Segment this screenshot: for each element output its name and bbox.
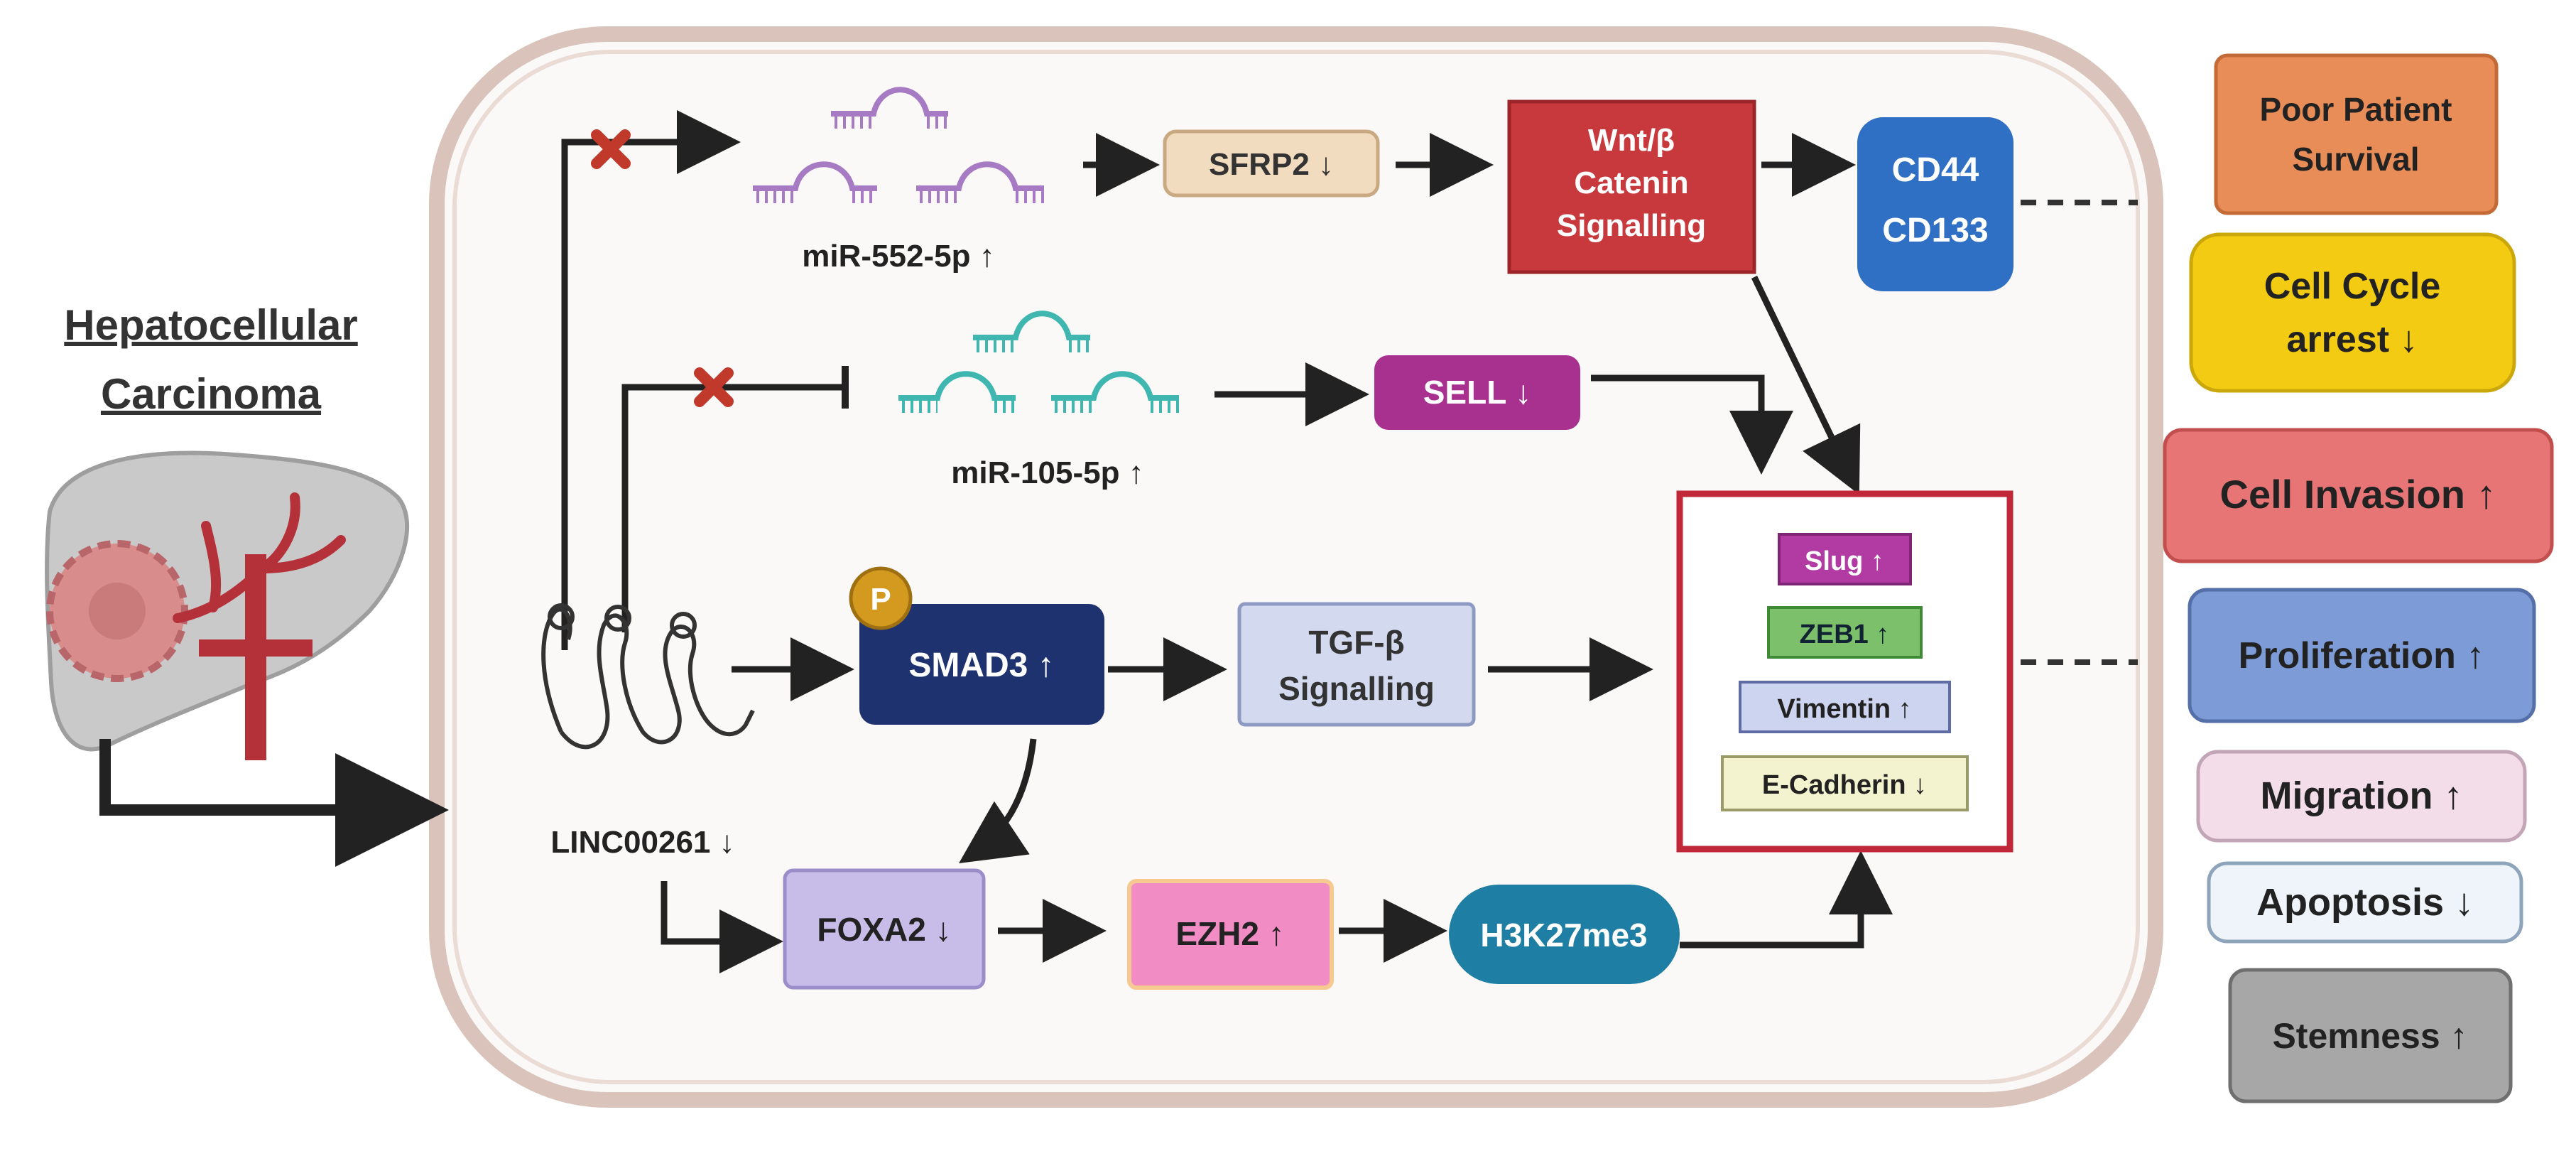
sell-label: SELL ↓ <box>1423 374 1532 411</box>
cell-cycle-line-1: Cell Cycle <box>2264 266 2441 307</box>
outcome-proliferation[interactable]: Proliferation ↑ <box>2188 588 2536 723</box>
linc-to-mir552-arrow <box>561 110 741 650</box>
outcome-poor-survival[interactable]: Poor Patient Survival <box>2214 53 2499 215</box>
mir105-label: miR-105-5p ↑ <box>951 455 1143 490</box>
tgf-label-line-2: Signalling <box>1278 670 1435 707</box>
tgf-node[interactable]: TGF-β Signalling <box>1237 602 1476 727</box>
foxa2-label: FOXA2 ↓ <box>817 911 951 948</box>
ezh2-node[interactable]: EZH2 ↑ <box>1127 879 1334 990</box>
migration-label: Migration ↑ <box>2261 774 2463 817</box>
h3k-to-emt-arrow <box>1680 850 1893 949</box>
outcome-cell-cycle[interactable]: Cell Cycle arrest ↓ <box>2189 232 2516 393</box>
outcome-stemness[interactable]: Stemness ↑ <box>2228 968 2513 1103</box>
tgf-label-line-1: TGF-β <box>1308 624 1404 661</box>
ezh2-label: EZH2 ↑ <box>1175 915 1284 952</box>
sell-node[interactable]: SELL ↓ <box>1374 355 1580 430</box>
smad3-label: SMAD3 ↑ <box>908 647 1054 684</box>
lncrna-icon <box>541 603 755 750</box>
liver-to-cell-arrow <box>99 739 449 867</box>
poor-survival-line-2: Survival <box>2293 141 2420 178</box>
mirna-552-icon <box>753 87 1044 203</box>
mirna-105-icon <box>898 310 1179 413</box>
title-line-2: Carcinoma <box>101 370 322 418</box>
zeb1-label: ZEB1 ↑ <box>1800 620 1890 649</box>
inhibition-x-icon <box>694 367 734 407</box>
wnt-label-line-1: Wnt/β <box>1588 123 1675 158</box>
liver-icon <box>45 450 410 760</box>
linc-to-mir105-inhibit <box>621 384 845 632</box>
h3k27me3-label: H3K27me3 <box>1480 917 1647 954</box>
slug-label: Slug ↑ <box>1805 546 1884 576</box>
outcome-cell-invasion[interactable]: Cell Invasion ↑ <box>2163 428 2554 563</box>
apoptosis-label: Apoptosis ↓ <box>2256 881 2474 924</box>
outcome-apoptosis[interactable]: Apoptosis ↓ <box>2207 861 2523 944</box>
phosphate-icon <box>849 566 913 630</box>
cell-invasion-label: Cell Invasion ↑ <box>2220 472 2496 517</box>
wnt-label-line-2: Catenin <box>1574 166 1688 200</box>
ecadherin-label: E-Cadherin ↓ <box>1762 770 1927 800</box>
wnt-node[interactable]: Wnt/β Catenin Signalling <box>1507 99 1756 274</box>
cd44-cd133-node[interactable]: CD44 CD133 <box>1857 117 2013 291</box>
vimentin-badge <box>1739 681 1951 733</box>
linc-to-foxa2-arrow <box>661 881 783 973</box>
connector-lines <box>99 110 1893 973</box>
smad3-node[interactable]: SMAD3 ↑ P <box>849 566 1104 725</box>
linc00261-label: LINC00261 ↓ <box>550 825 734 860</box>
sfrp2-node[interactable]: SFRP2 ↓ <box>1163 129 1380 198</box>
foxa2-node[interactable]: FOXA2 ↓ <box>783 868 986 990</box>
phosphate-label: P <box>870 582 891 617</box>
smad3-to-foxa2-arrow <box>959 738 1037 863</box>
proliferation-label: Proliferation ↑ <box>2239 635 2485 676</box>
vimentin-label: Vimentin ↑ <box>1777 694 1911 724</box>
stemness-label: Stemness ↑ <box>2272 1016 2467 1056</box>
cell-cycle-line-2: arrest ↓ <box>2287 319 2418 360</box>
sell-to-emt-arrow <box>1591 374 1793 475</box>
zeb1-badge <box>1767 606 1923 659</box>
inhibition-x-icon <box>591 129 631 169</box>
emt-marker-box[interactable]: Slug ↑ ZEB1 ↑ Vimentin ↑ E-Cadherin ↓ <box>1676 490 2013 853</box>
mir552-label: miR-552-5p ↑ <box>802 239 994 274</box>
h3k27me3-node[interactable]: H3K27me3 <box>1449 885 1680 984</box>
poor-survival-line-1: Poor Patient <box>2260 91 2452 128</box>
vessel-icon <box>245 554 266 760</box>
sfrp2-label: SFRP2 ↓ <box>1209 147 1334 182</box>
wnt-label-line-3: Signalling <box>1557 208 1706 243</box>
outcome-migration[interactable]: Migration ↑ <box>2196 750 2527 843</box>
cd133-label: CD133 <box>1882 212 1988 249</box>
slug-badge <box>1778 533 1912 585</box>
cell-membrane-inner <box>452 50 2140 1084</box>
ecadherin-badge <box>1721 755 1969 811</box>
wnt-to-emt-arrow <box>1751 276 1861 495</box>
cd44-label: CD44 <box>1892 151 1979 189</box>
title-line-1: Hepatocellular <box>64 301 357 349</box>
